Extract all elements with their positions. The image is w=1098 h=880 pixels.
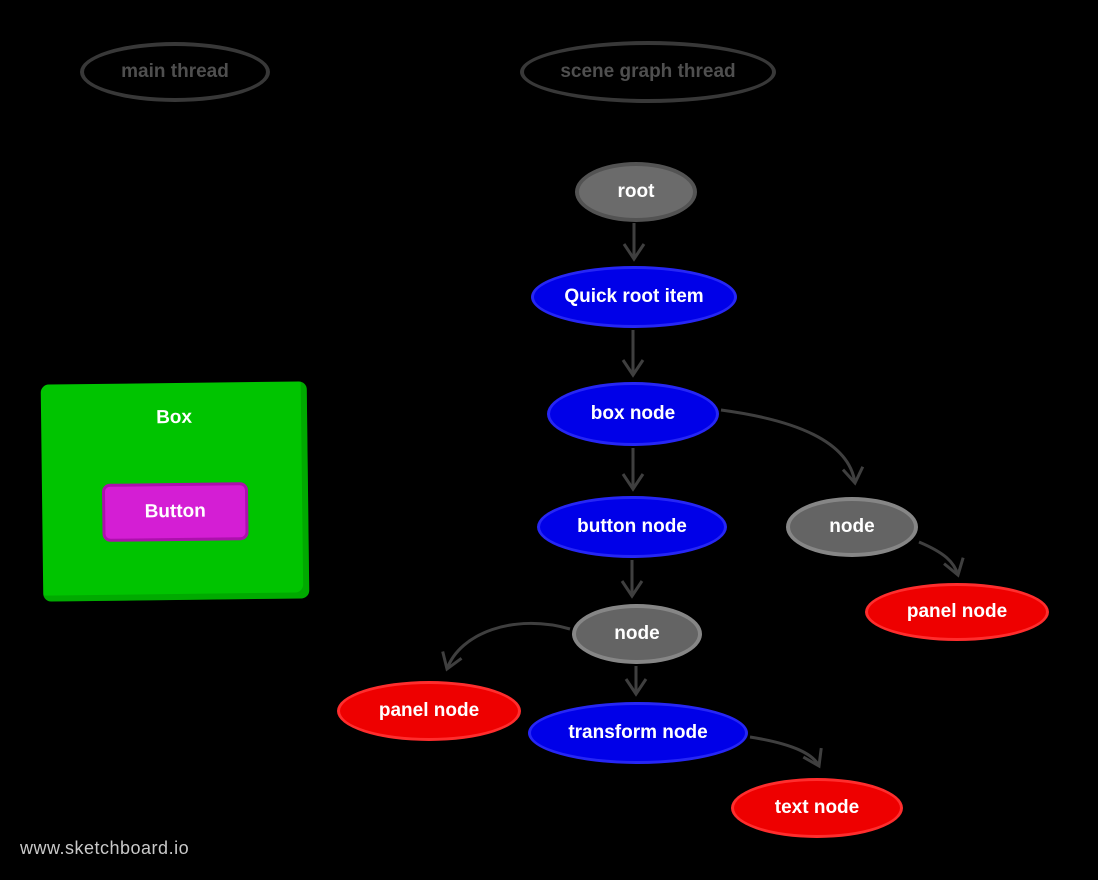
node-text-node[interactable]: text node [731, 778, 903, 838]
node-node-mid[interactable]: node [572, 604, 702, 664]
node-panel-node-left[interactable]: panel node [337, 681, 521, 741]
thread-ellipse-main[interactable]: main thread [80, 42, 270, 102]
node-transform-node[interactable]: transform node [528, 702, 748, 764]
thread-label: scene graph thread [560, 61, 736, 82]
node-panel-node-right[interactable]: panel node [865, 583, 1049, 641]
button-label: Button [144, 500, 206, 523]
node-label: panel node [378, 700, 480, 721]
button-shape[interactable]: Button [101, 482, 249, 542]
node-label: text node [774, 797, 860, 818]
box-label: Box [156, 406, 193, 429]
node-label: node [614, 623, 660, 644]
edge-noderight-panelright [918, 540, 965, 578]
sketchboard-watermark: www.sketchboard.io [20, 838, 190, 858]
node-box-node[interactable]: box node [547, 382, 719, 446]
thread-label: main thread [121, 61, 229, 82]
node-label: button node [577, 516, 687, 537]
edge-transform-textnode [749, 735, 823, 769]
node-label: box node [590, 403, 676, 424]
node-button-node[interactable]: button node [537, 496, 727, 558]
thread-ellipse-scene-graph[interactable]: scene graph thread [520, 41, 776, 103]
node-label: transform node [568, 722, 708, 743]
node-label: Quick root item [564, 286, 704, 307]
node-quick-root-item[interactable]: Quick root item [531, 266, 737, 328]
node-root[interactable]: root [575, 162, 697, 222]
edge-boxnode-noderight [720, 408, 865, 486]
node-node-right[interactable]: node [786, 497, 918, 557]
node-label: root [617, 181, 655, 202]
node-label: node [829, 516, 875, 537]
node-label: panel node [906, 601, 1008, 622]
box-shape[interactable]: Box Button [40, 381, 310, 602]
edge-nodemid-panelleft [441, 621, 571, 672]
